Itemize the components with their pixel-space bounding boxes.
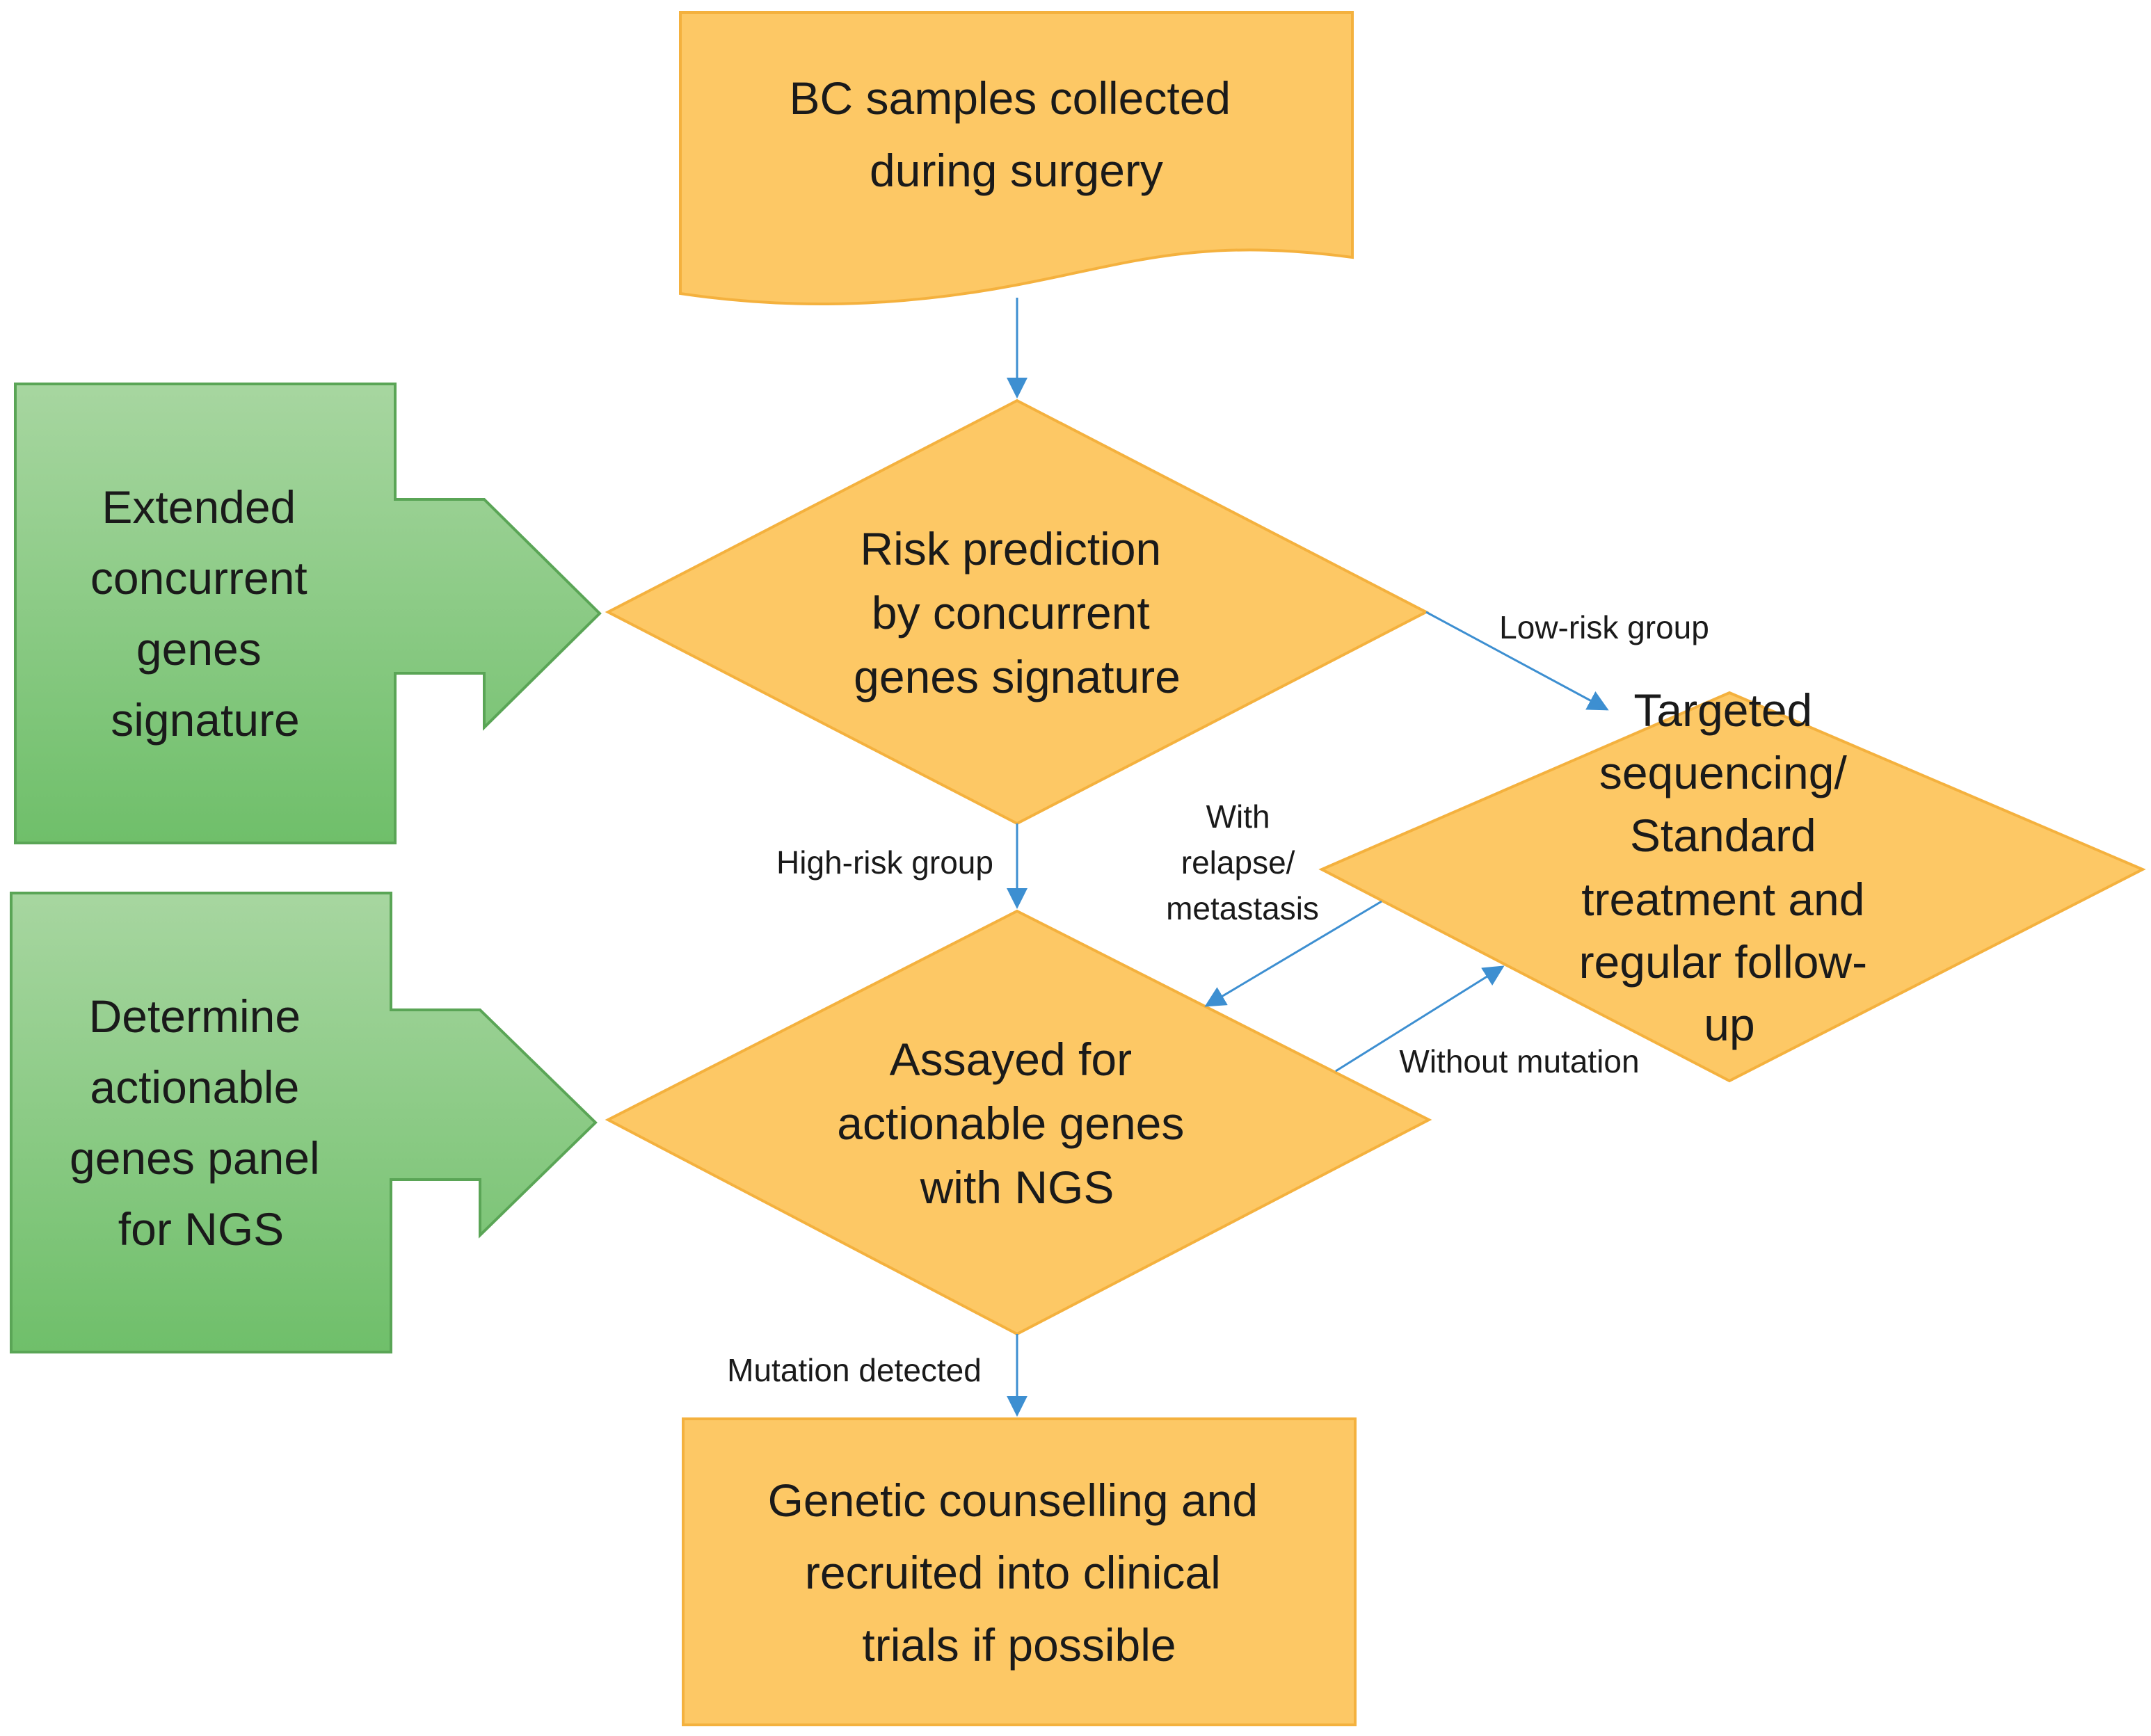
connector-risk-to-targeted — [1425, 611, 1609, 711]
assayed-ngs-text: Assayed for actionable genes with NGS — [837, 1034, 1197, 1213]
genetic-counselling-node: Genetic counselling and recruited into c… — [682, 1417, 1357, 1726]
assayed-ngs-decision: Assayed for actionable genes with NGS — [605, 909, 1432, 1336]
mutation-detected-label: Mutation detected — [727, 1352, 982, 1388]
extended-signature-block-arrow: Extended concurrent genes signature — [14, 383, 602, 844]
low-risk-label: Low-risk group — [1499, 609, 1709, 645]
determine-panel-text: Determine actionable genes panel for NGS — [70, 990, 333, 1255]
connector-targeted-to-assayed — [1204, 900, 1382, 1007]
genetic-counselling-text: Genetic counselling and recruited into c… — [768, 1474, 1271, 1671]
with-relapse-label: With relapse/ metastasis — [1166, 798, 1319, 926]
risk-prediction-decision: Risk prediction by concurrent genes sign… — [605, 399, 1430, 826]
connector-assayed-to-targeted — [1335, 965, 1505, 1072]
high-risk-label: High-risk group — [776, 844, 993, 881]
connectors — [1007, 298, 1609, 1417]
determine-panel-block-arrow: Determine actionable genes panel for NGS — [10, 892, 598, 1353]
without-mutation-label: Without mutation — [1399, 1043, 1639, 1079]
risk-prediction-text: Risk prediction by concurrent genes sign… — [854, 523, 1181, 702]
samples-collected-text: BC samples collected during surgery — [790, 72, 1244, 196]
samples-collected-node: BC samples collected during surgery — [679, 11, 1354, 306]
extended-signature-text: Extended concurrent genes signature — [90, 481, 320, 746]
targeted-sequencing-text: Targeted sequencing/ Standard treatment … — [1579, 684, 1880, 1050]
targeted-sequencing-decision: Targeted sequencing/ Standard treatment … — [1318, 684, 2146, 1083]
